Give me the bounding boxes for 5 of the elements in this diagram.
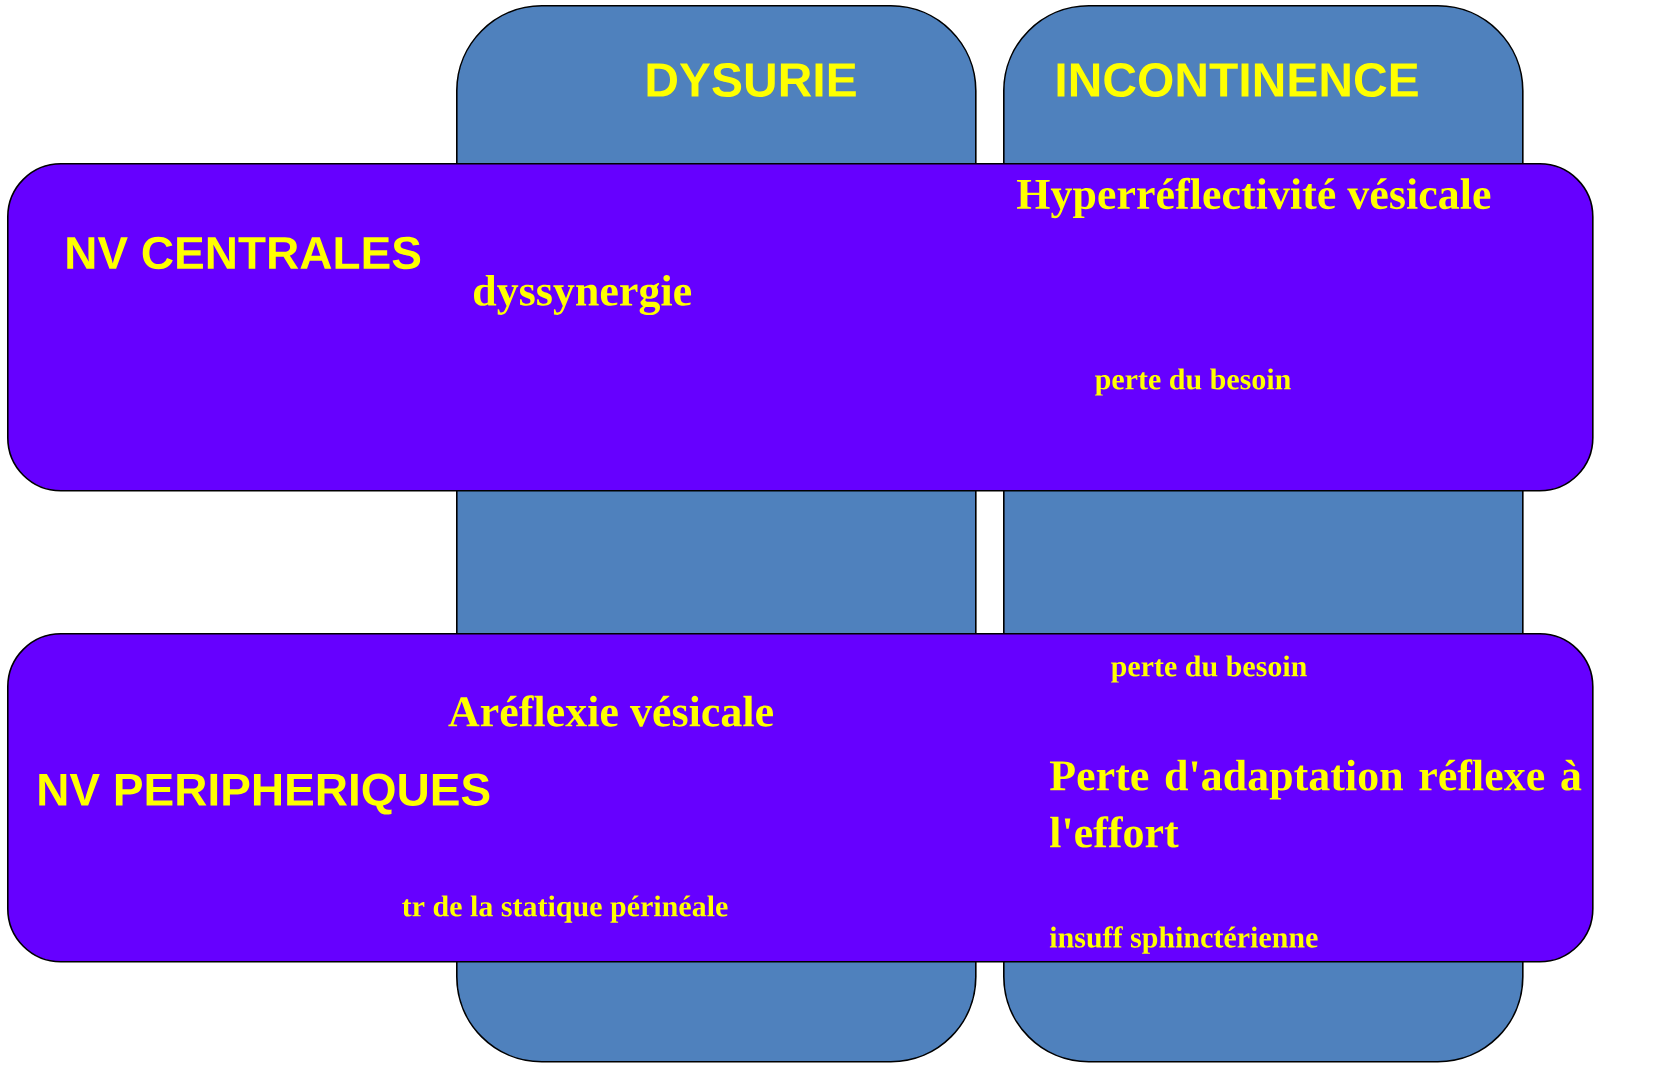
label-text: perte du besoin <box>1095 368 1291 396</box>
label-text: dyssynergie <box>474 274 692 316</box>
label-text: insuff sphinctérienne <box>1049 926 1318 954</box>
label-text: Hyperréflectivité vésicale <box>1016 177 1491 219</box>
label-text: perte du besoin <box>1111 655 1307 683</box>
